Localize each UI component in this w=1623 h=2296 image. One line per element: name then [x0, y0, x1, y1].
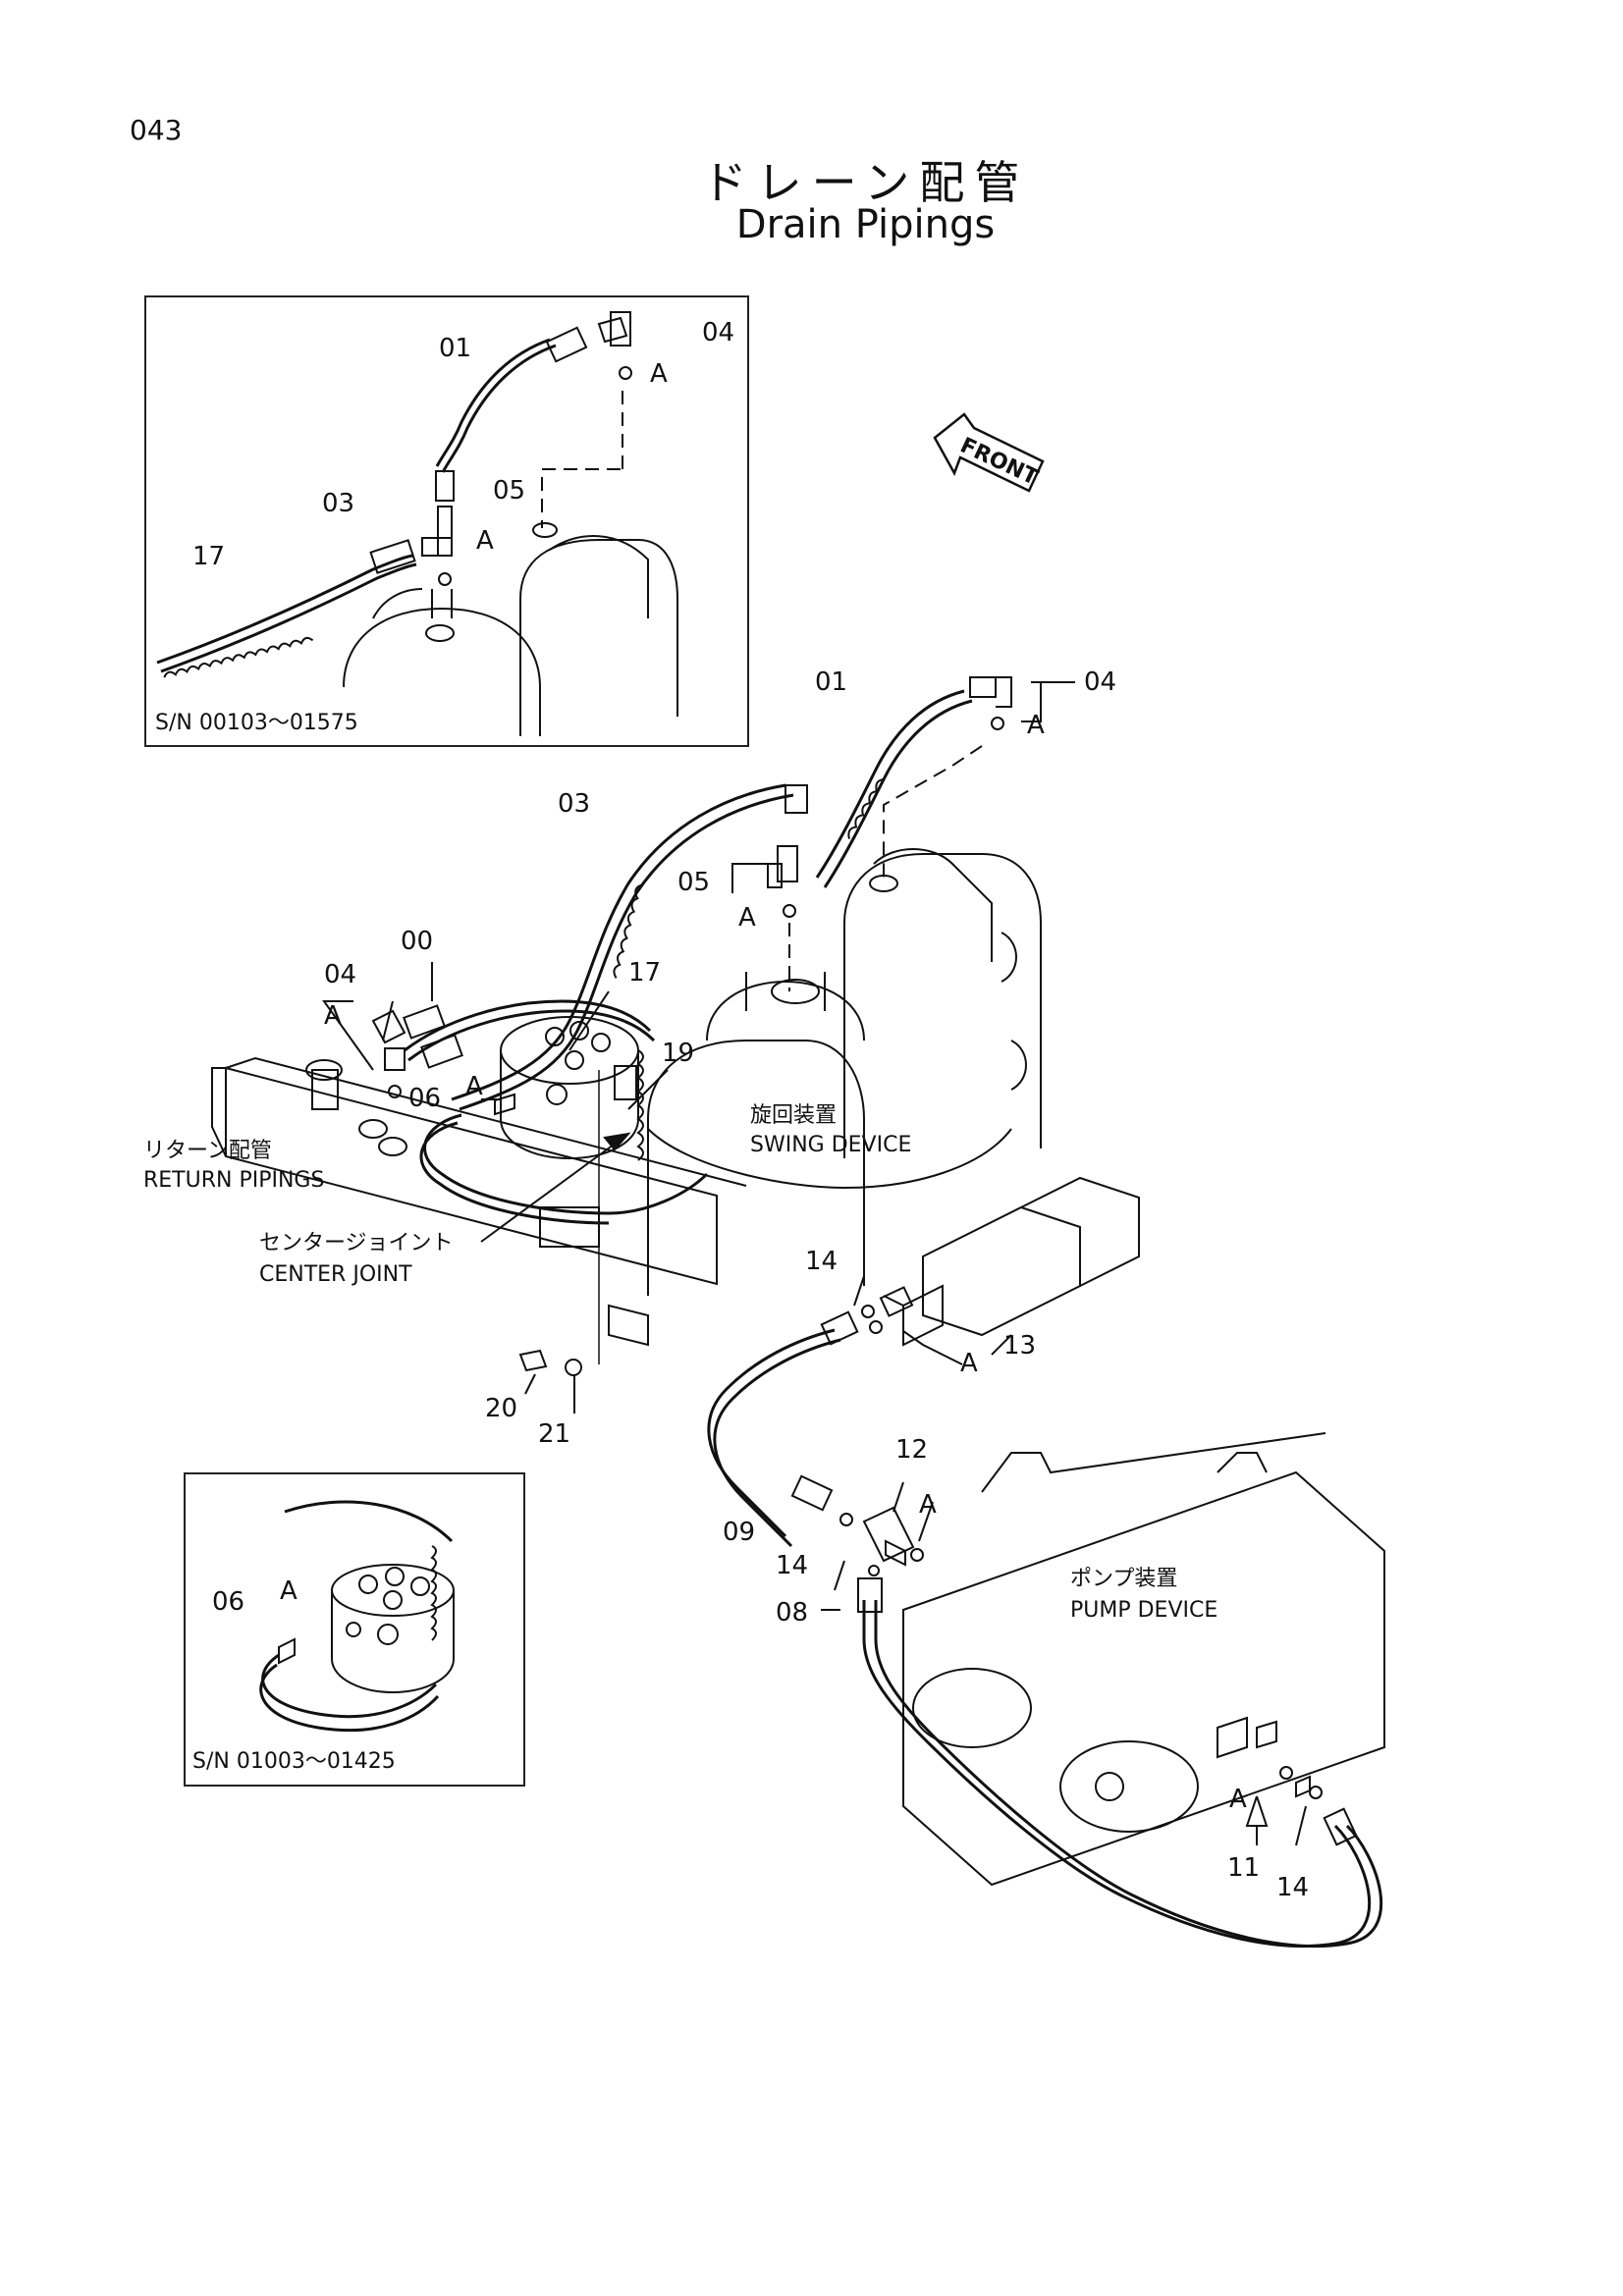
inset-bottom-frame [184, 1472, 525, 1787]
label-05: 05 [677, 868, 711, 897]
inset-top-label-a2: A [476, 526, 494, 556]
pump-device-label-jp: ポンプ装置 [1070, 1567, 1178, 1591]
center-joint-label-en: CENTER JOINT [259, 1262, 412, 1287]
label-13: 13 [1003, 1331, 1037, 1361]
label-12-a: A [919, 1490, 937, 1520]
inset-top-drawing [156, 311, 678, 736]
label-06-a: A [465, 1072, 483, 1101]
inset-bottom-label-a: A [280, 1576, 298, 1606]
label-04-left: 04 [324, 960, 357, 989]
label-11: 11 [1227, 1853, 1261, 1883]
inset-bottom-drawing [259, 1500, 455, 1733]
pump-device-label-en: PUMP DEVICE [1070, 1598, 1218, 1623]
label-04-right-a: A [1027, 711, 1045, 740]
label-08: 08 [776, 1598, 809, 1628]
inset-top-serial: S/N 00103～01575 [155, 711, 358, 735]
return-pipings-label-jp: リターン配管 [143, 1139, 272, 1163]
label-19: 19 [662, 1039, 695, 1068]
return-pipings-label-en: RETURN PIPINGS [143, 1168, 325, 1193]
inset-top-frame [144, 295, 749, 747]
label-06: 06 [408, 1084, 442, 1113]
label-09: 09 [723, 1518, 756, 1547]
label-05-a: A [738, 903, 756, 933]
swing-device-label-jp: 旋回装置 [750, 1103, 838, 1128]
inset-top-label-03: 03 [322, 489, 355, 518]
swing-device-label-en: SWING DEVICE [750, 1133, 912, 1157]
page-number: 043 [130, 114, 183, 146]
inset-bottom-serial: S/N 01003～01425 [192, 1749, 396, 1774]
label-00: 00 [401, 927, 434, 956]
label-21: 21 [538, 1419, 571, 1449]
page-title-jp: ドレーン配管 [701, 156, 1030, 209]
center-joint-label-jp: センタージョイント [259, 1231, 454, 1255]
inset-top-label-17: 17 [192, 542, 226, 571]
label-13-a: A [960, 1349, 978, 1378]
label-17: 17 [628, 958, 662, 988]
label-14-upper: 14 [805, 1247, 839, 1276]
label-04-left-a: A [324, 1001, 342, 1031]
inset-top-label-a1: A [650, 359, 668, 389]
label-11-a: A [1229, 1785, 1247, 1814]
label-03: 03 [558, 789, 591, 819]
label-12: 12 [895, 1435, 929, 1465]
main-drawing [211, 412, 1385, 1949]
label-01: 01 [815, 667, 848, 697]
inset-top-label-05: 05 [493, 476, 526, 506]
inset-bottom-label-06: 06 [212, 1587, 245, 1617]
page-title-en: Drain Pipings [735, 202, 996, 247]
label-14-middle: 14 [776, 1551, 809, 1580]
inset-top-label-04: 04 [702, 318, 735, 347]
label-04-right: 04 [1084, 667, 1117, 697]
label-20: 20 [485, 1394, 518, 1423]
label-14-lower: 14 [1276, 1873, 1310, 1902]
inset-top-label-01: 01 [439, 334, 472, 363]
